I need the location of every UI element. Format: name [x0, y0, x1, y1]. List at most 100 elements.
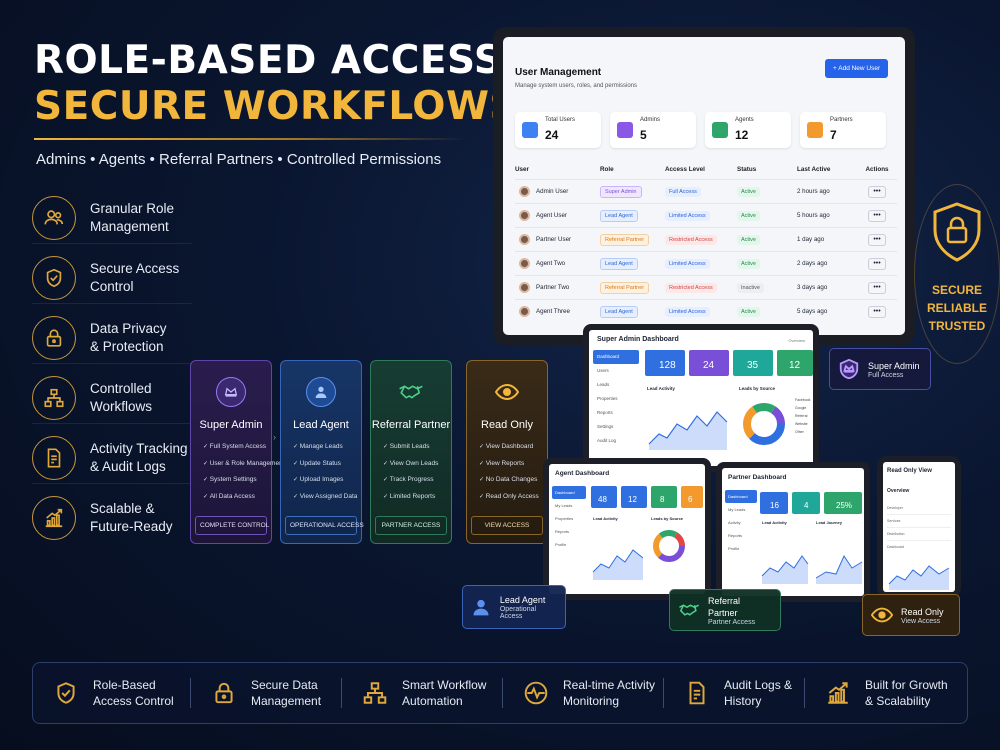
users-icon: [522, 122, 538, 138]
column-header: User: [515, 165, 530, 173]
sidebar-item[interactable]: Dashboard: [552, 486, 586, 499]
sidebar-item[interactable]: Reports: [728, 533, 743, 538]
more-actions-button[interactable]: •••: [868, 257, 886, 270]
user-management-screen: User Management Manage system users, rol…: [503, 37, 905, 335]
sidebar-item[interactable]: Settings: [597, 424, 614, 429]
partner-dashboard: Partner Dashboard Dashboard My Leads Act…: [722, 468, 864, 596]
document-audit-icon: [689, 681, 705, 705]
more-actions-button[interactable]: •••: [868, 233, 886, 246]
table-row[interactable]: Agent Three Lead Agent Limited Access Ac…: [515, 299, 897, 323]
feature-label: Workflows: [90, 398, 153, 414]
more-actions-button[interactable]: •••: [868, 305, 886, 318]
bottom-feature-label: Smart Workflow: [402, 678, 487, 692]
kpi-card: 24: [689, 350, 729, 376]
sidebar-item[interactable]: Properties: [597, 396, 618, 401]
badge-subtitle: Partner Access: [708, 618, 756, 626]
status-badge: Active: [737, 258, 760, 269]
chart-title: Lead Journey: [816, 520, 843, 525]
workflow-icon: [32, 375, 76, 420]
dashboard-title: Partner Dashboard: [728, 474, 787, 481]
sidebar-item[interactable]: Leads: [597, 382, 610, 387]
roles-subtitle: Admins • Agents • Referral Partners • Co…: [36, 151, 442, 168]
chart-legend: Facebook Google Referral Website Other: [795, 396, 810, 436]
access-pill: Full Access: [665, 186, 701, 197]
document-audit-icon: [32, 435, 76, 480]
sidebar-item[interactable]: Profile: [728, 546, 740, 551]
table-row[interactable]: Partner User Referral Partner Restricted…: [515, 227, 897, 251]
sidebar-item[interactable]: My Leads: [728, 507, 746, 512]
dashboard-corner-label: Overview: [788, 338, 805, 343]
more-actions-button[interactable]: •••: [868, 281, 886, 294]
feature-label: Control: [90, 278, 134, 294]
access-level-button[interactable]: PARTNER ACCESS: [375, 516, 447, 535]
chart-title: Lead Activity: [647, 386, 675, 391]
table-row[interactable]: Agent Two Lead Agent Limited Access Acti…: [515, 251, 897, 275]
permission-item: Limited Reports: [383, 489, 445, 506]
sidebar-item[interactable]: Dashboard: [593, 350, 639, 364]
badge-subtitle: Full Access: [868, 371, 904, 379]
table-row[interactable]: Partner Two Referral Partner Restricted …: [515, 275, 897, 299]
add-user-button[interactable]: + Add New User: [825, 59, 889, 78]
access-level-button[interactable]: VIEW ACCESS: [471, 516, 543, 535]
sidebar-item[interactable]: My Leads: [555, 503, 573, 508]
access-level-button[interactable]: OPERATIONAL ACCESS: [285, 516, 364, 535]
stat-value: 7: [830, 128, 837, 142]
dashboard-sidebar: Dashboard My Leads Properties Reports Pr…: [552, 486, 586, 551]
sidebar-item[interactable]: Dashboard: [725, 490, 757, 503]
bottom-feature-label: Monitoring: [563, 694, 620, 708]
kpi-value: 8: [660, 495, 665, 504]
sidebar-item[interactable]: Users: [597, 368, 609, 373]
kpi-value: 16: [770, 501, 779, 510]
sidebar-item[interactable]: Profile: [555, 542, 567, 547]
badge-title: Lead Agent: [499, 595, 546, 605]
feature-label: Future-Ready: [90, 519, 173, 534]
list-item: Developer: [887, 502, 951, 515]
feature-item: Activity Tracking& Audit Logs: [32, 432, 192, 484]
column-header: Last Active: [797, 165, 831, 173]
stat-label: Total Users: [545, 117, 576, 123]
chart-title: Leads by Source: [739, 386, 776, 391]
section-title: Overview: [887, 488, 910, 494]
secure-badge: SECURE RELIABLE TRUSTED: [914, 184, 1000, 364]
kpi-card: 12: [621, 486, 647, 508]
sidebar-item[interactable]: Activity: [728, 520, 741, 525]
kpi-value: 6: [688, 495, 693, 504]
sidebar-item[interactable]: Reports: [597, 410, 613, 415]
permission-item: Track Progress: [383, 472, 445, 489]
sidebar-item[interactable]: Audit Log: [597, 438, 617, 443]
role-card-referral-partner: Referral Partner Submit Leads View Own L…: [370, 360, 452, 544]
access-level-button[interactable]: COMPLETE CONTROL: [195, 516, 269, 535]
dashboard-sidebar: Dashboard Users Leads Properties Reports…: [593, 350, 639, 448]
permission-item: Update Status: [293, 456, 355, 473]
list-item: Distribution: [887, 528, 951, 541]
sidebar-item[interactable]: Reports: [555, 529, 570, 534]
stat-label: Agents: [735, 117, 754, 123]
stat-label: Partners: [830, 117, 853, 123]
kpi-value: 35: [747, 360, 759, 371]
user-name: Partner User: [536, 236, 572, 243]
kpi-card: 4: [792, 492, 820, 514]
user-name: Agent User: [536, 212, 567, 219]
readonly-list: Developer Services Distribution Dashboar…: [887, 502, 951, 553]
table-row[interactable]: Admin User Super Admin Full Access Activ…: [515, 179, 897, 203]
badge-title: Super Admin: [868, 360, 920, 371]
stat-label: Admins: [640, 117, 661, 123]
user-icon: [471, 596, 492, 618]
table-row[interactable]: Agent User Lead Agent Limited Access Act…: [515, 203, 897, 227]
eye-icon: [492, 377, 522, 407]
dashboard-title: Agent Dashboard: [555, 470, 610, 477]
area-chart: [648, 411, 728, 450]
permission-item: Upload Images: [293, 472, 355, 489]
kpi-value: 12: [789, 360, 801, 371]
more-actions-button[interactable]: •••: [868, 209, 886, 222]
more-actions-button[interactable]: •••: [868, 185, 886, 198]
sidebar-item[interactable]: Properties: [555, 516, 574, 521]
last-active: 5 hours ago: [797, 212, 830, 219]
lock-icon: [215, 682, 233, 704]
